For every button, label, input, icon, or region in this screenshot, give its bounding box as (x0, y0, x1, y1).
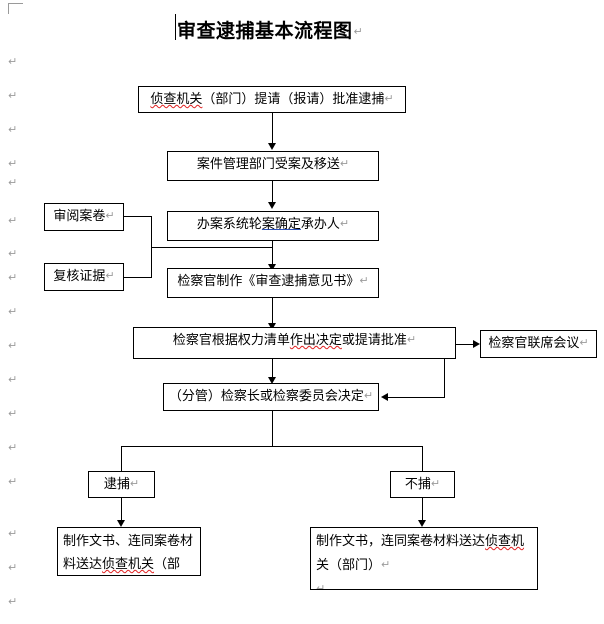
flow-node-text-suffix: 或提请批准 (341, 333, 407, 348)
flow-node-chief-prosecutor-decision[interactable]: （分管）检察长或检察委员会决定↵ (163, 383, 379, 411)
flow-node-line-2-suffix: （部 (154, 557, 181, 572)
connector-split-to-n11 (422, 446, 423, 471)
paragraph-mark: ↵ (8, 373, 18, 386)
paragraph-mark: ↵ (8, 247, 18, 260)
paragraph-mark: ↵ (316, 582, 326, 590)
arrow-head-into-n7 (381, 393, 388, 401)
paragraph-mark: ↵ (339, 217, 350, 230)
connector-n5-side-down (444, 359, 445, 398)
flow-node-text: 不捕 (404, 477, 431, 492)
flow-node-text-misspelled: 作出决定 (289, 333, 342, 348)
arrow-head-n4-n5 (268, 323, 276, 330)
flow-node-case-assignment-system[interactable]: 办案系统轮案确定承办人↵ (167, 211, 379, 241)
paragraph-mark: ↵ (8, 271, 18, 284)
flow-node-text: 检察官联席会议 (488, 336, 580, 351)
arrow-head-n5-n7 (268, 377, 276, 384)
connector-n5-side-to-n7 (388, 397, 445, 398)
page-title-text: 审查逮捕基本流程图 (177, 20, 353, 42)
flow-node-no-arrest[interactable]: 不捕↵ (390, 471, 455, 498)
connector-n5-n6 (456, 344, 476, 345)
paragraph-mark: ↵ (8, 407, 18, 420)
text-cursor (175, 14, 176, 40)
flow-node-text-misspelled: 侦查机关 (150, 92, 203, 107)
flow-node-line-2-prefix: 料送达 (63, 557, 103, 572)
arrow-head-n10-n12 (117, 520, 125, 527)
page-title: 审查逮捕基本流程图↵ (177, 16, 363, 43)
flow-node-text: 复核证据 (53, 269, 106, 284)
flow-node-line-1: 制作文书、连同案卷材 (63, 534, 194, 549)
paragraph-mark: ↵ (384, 92, 394, 105)
flow-node-line-2-misspelled: 侦查机关 (102, 557, 155, 572)
connector-n10-n12 (121, 497, 122, 522)
arrow-head-n5-n6 (473, 340, 480, 348)
flow-node-line-2: 关（部门） (316, 558, 382, 573)
paragraph-mark: ↵ (129, 477, 140, 490)
paragraph-mark: ↵ (430, 477, 441, 490)
flow-node-text: 逮捕 (103, 477, 130, 492)
connector-n7-split (272, 410, 273, 447)
paragraph-mark: ↵ (381, 558, 391, 571)
flow-node-deliver-documents-no-arrest[interactable]: 制作文书，连同案卷材料送达侦查机关（部门）↵↵ (310, 527, 538, 590)
paragraph-mark: ↵ (8, 595, 18, 608)
flow-node-line-1-prefix: 制作文书，连同案卷材料送达 (316, 534, 486, 549)
connector-n1-n2 (272, 112, 273, 144)
paragraph-mark: ↵ (8, 527, 18, 540)
paragraph-mark: ↵ (579, 336, 589, 349)
paragraph-mark: ↵ (8, 123, 18, 136)
paragraph-mark: ↵ (105, 209, 115, 222)
flow-node-arrest[interactable]: 逮捕↵ (88, 471, 155, 498)
connector-n11-n13 (422, 497, 423, 522)
connector-n2-n3 (272, 180, 273, 204)
flow-node-prosecutor-opinion-document[interactable]: 检察官制作《审查逮捕意见书》↵ (167, 268, 379, 298)
connector-split-to-n10 (121, 446, 122, 471)
flow-node-review-case-file[interactable]: 审阅案卷↵ (44, 203, 124, 231)
flow-node-request-approval[interactable]: 侦查机关（部门）提请（报请）批准逮捕↵ (138, 86, 406, 113)
flow-node-text: （分管）检察长或检察委员会决定 (168, 389, 364, 404)
paragraph-mark: ↵ (363, 389, 374, 402)
flow-node-deliver-documents-arrest[interactable]: 制作文书、连同案卷材料送达侦查机关（部 (57, 527, 201, 576)
arrow-head-n1-n2 (268, 143, 276, 150)
flow-node-prosecutor-decision[interactable]: 检察官根据权力清单作出决定或提请批准↵ (133, 327, 456, 359)
connector-n9-bracket (124, 277, 152, 278)
paragraph-mark: ↵ (8, 561, 18, 574)
flow-node-text-prefix: 办案系统轮 (196, 217, 262, 232)
paragraph-mark: ↵ (8, 475, 18, 488)
connector-n3-n4 (272, 241, 273, 267)
flow-node-text: 案件管理部门受案及移送 (196, 157, 340, 172)
flow-node-line-1-misspelled: 侦查机 (485, 534, 525, 549)
connector-n5-n7 (272, 359, 273, 379)
paragraph-mark: ↵ (359, 274, 369, 287)
connector-n8-bracket (124, 216, 152, 217)
flow-node-text-suffix: 承办人 (300, 217, 340, 232)
paragraph-mark: ↵ (339, 157, 350, 170)
connector-bracket-to-spine (151, 247, 272, 248)
arrow-head-n2-n3 (268, 202, 276, 209)
flow-node-text: 检察官制作《审查逮捕意见书》 (177, 274, 360, 289)
flow-node-text-linked: 案确定 (261, 217, 301, 232)
page-corner-mark (8, 3, 23, 14)
flow-node-text: 审阅案卷 (53, 209, 106, 224)
flow-node-text: （部门）提请（报请）批准逮捕 (202, 92, 385, 107)
paragraph-mark: ↵ (8, 89, 18, 102)
paragraph-mark: ↵ (406, 333, 417, 346)
paragraph-mark: ↵ (8, 305, 18, 318)
flow-node-prosecutor-joint-meeting[interactable]: 检察官联席会议↵ (480, 330, 597, 358)
paragraph-mark: ↵ (8, 441, 18, 454)
paragraph-mark: ↵ (8, 157, 18, 170)
paragraph-mark: ↵ (8, 214, 18, 227)
paragraph-mark: ↵ (8, 176, 18, 189)
arrow-head-n3-n4 (268, 264, 276, 271)
split-bar (121, 446, 423, 447)
flow-node-text-prefix: 检察官根据权力清单 (172, 333, 290, 348)
flow-node-case-management-intake[interactable]: 案件管理部门受案及移送↵ (167, 151, 379, 181)
paragraph-mark: ↵ (8, 55, 18, 68)
connector-n4-n5 (272, 298, 273, 326)
paragraph-mark: ↵ (8, 339, 18, 352)
paragraph-mark: ↵ (353, 25, 364, 38)
paragraph-mark: ↵ (105, 269, 115, 282)
flow-node-verify-evidence[interactable]: 复核证据↵ (44, 263, 124, 291)
arrow-head-n11-n13 (418, 520, 426, 527)
